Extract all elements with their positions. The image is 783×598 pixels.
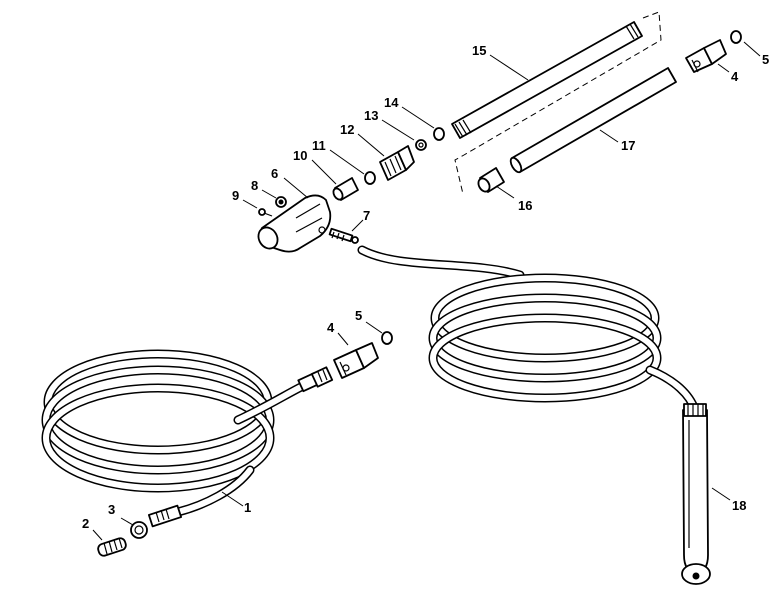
o-ring-part-5-right xyxy=(730,30,742,44)
callout-5-left: 5 xyxy=(355,308,362,323)
callout-18: 18 xyxy=(732,498,746,513)
callout-3: 3 xyxy=(108,502,115,517)
coupler-part-4-right xyxy=(685,39,727,73)
sleeve-part-16 xyxy=(477,167,505,193)
callout-10: 10 xyxy=(293,148,307,163)
callout-6: 6 xyxy=(271,166,278,181)
washer-part-13 xyxy=(415,139,427,151)
o-ring-part-11 xyxy=(364,171,376,185)
leader-lines xyxy=(92,41,761,541)
callout-15: 15 xyxy=(472,43,486,58)
callout-11: 11 xyxy=(312,138,326,153)
tube-part-15 xyxy=(451,21,643,139)
assembly-outline xyxy=(454,11,662,195)
callout-7: 7 xyxy=(363,208,370,223)
coupler-part-4-left xyxy=(333,342,379,379)
hose-fitting-bottom xyxy=(147,504,183,528)
callout-16: 16 xyxy=(518,198,532,213)
callout-labels: 1 2 3 4 5 4 5 6 7 8 9 10 11 12 13 14 15 … xyxy=(82,43,769,531)
sleeve-part-10 xyxy=(332,177,359,201)
strainer-part-2 xyxy=(97,537,127,557)
screw-part-9 xyxy=(258,208,273,217)
nut-part-8 xyxy=(275,196,287,208)
wand-part-18 xyxy=(681,403,711,585)
callout-4-left: 4 xyxy=(327,320,335,335)
callout-2: 2 xyxy=(82,516,89,531)
o-ring-part-14 xyxy=(433,127,445,141)
hose-fitting-right xyxy=(297,366,334,393)
callout-14: 14 xyxy=(384,95,399,110)
nut-part-3 xyxy=(130,521,148,539)
fitting-part-12 xyxy=(379,145,415,181)
tube-part-17 xyxy=(509,67,677,174)
callout-4-right: 4 xyxy=(731,69,739,84)
callout-13: 13 xyxy=(364,108,378,123)
callout-9: 9 xyxy=(232,188,239,203)
hose-coil-left xyxy=(41,349,310,517)
callout-17: 17 xyxy=(621,138,635,153)
callout-1: 1 xyxy=(244,500,251,515)
gun-head-part-6 xyxy=(257,194,332,253)
screw-part-7 xyxy=(328,227,359,244)
callout-5-right: 5 xyxy=(762,52,769,67)
callout-8: 8 xyxy=(251,178,258,193)
hose-coil-right xyxy=(357,245,700,415)
o-ring-part-5-left xyxy=(381,331,393,345)
callout-12: 12 xyxy=(340,122,354,137)
